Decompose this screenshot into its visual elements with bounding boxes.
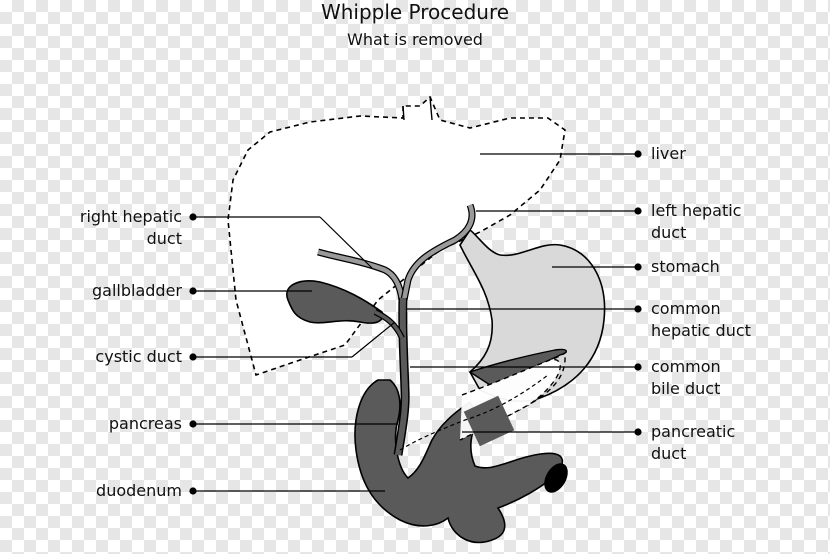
duodenum-opening	[544, 463, 568, 493]
label-pancreatic-duct-line1: pancreatic	[651, 422, 736, 441]
left-leader-lines	[189, 213, 398, 495]
label-pancreatic-duct: pancreatic duct	[651, 421, 735, 465]
diagram-title: Whipple Procedure	[320, 0, 510, 24]
label-common-bile-duct-line1: common	[651, 357, 721, 376]
label-gallbladder: gallbladder	[92, 281, 182, 300]
label-common-hepatic-duct: common hepatic duct	[651, 298, 751, 342]
label-common-bile-duct-line2: bile duct	[651, 379, 721, 398]
pancreatic-duct-shape	[399, 374, 549, 451]
label-right-hepatic-duct: right hepatic duct	[80, 206, 182, 250]
label-right-hepatic-duct-line2: duct	[146, 229, 182, 248]
label-common-hepatic-duct-line1: common	[651, 299, 721, 318]
label-right-hepatic-duct-line1: right hepatic	[79, 207, 182, 226]
label-left-hepatic-duct: left hepatic duct	[651, 200, 741, 244]
right-leader-lines	[406, 150, 642, 436]
pancreas-tail-outline	[459, 358, 561, 441]
label-pancreatic-duct-line2: duct	[651, 444, 687, 463]
label-stomach: stomach	[651, 257, 720, 276]
label-common-hepatic-duct-line2: hepatic duct	[651, 321, 751, 340]
label-common-bile-duct: common bile duct	[651, 356, 721, 400]
stomach-shape	[459, 228, 606, 403]
duodenum-shape	[354, 379, 564, 544]
label-pancreas: pancreas	[108, 414, 182, 433]
liver-ligament	[402, 96, 433, 121]
label-left-hepatic-duct-line2: duct	[651, 223, 687, 242]
label-liver: liver	[651, 144, 686, 163]
diagram-subtitle: What is removed	[347, 30, 483, 49]
label-duodenum: duodenum	[96, 481, 182, 500]
label-left-hepatic-duct-line1: left hepatic	[651, 201, 742, 220]
pancreas-cut-band	[463, 395, 515, 447]
label-cystic-duct: cystic duct	[95, 347, 182, 366]
